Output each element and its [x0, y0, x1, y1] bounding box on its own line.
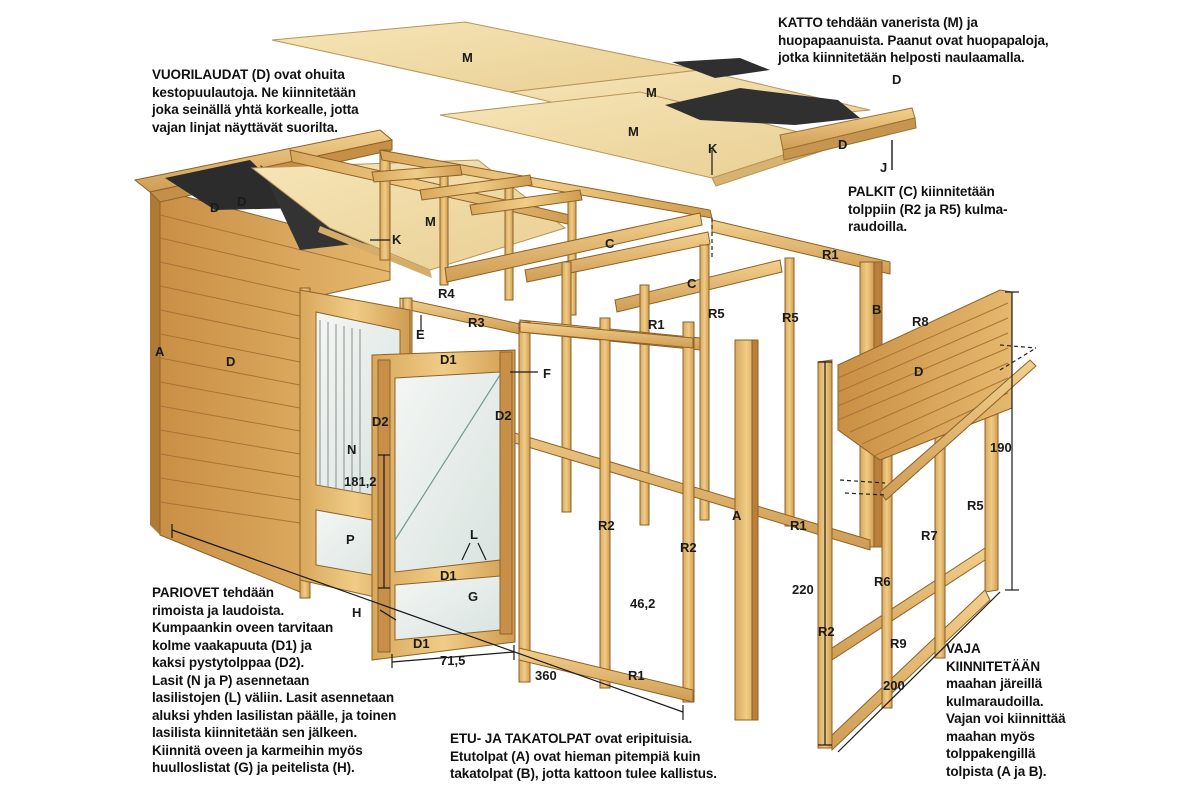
label-d-side: D	[914, 364, 923, 379]
label-d2-right: D2	[495, 408, 512, 423]
label-r5-b: R5	[782, 310, 799, 325]
label-r2-a: R2	[598, 518, 615, 533]
label-m-lower: M	[628, 124, 639, 139]
label-r4: R4	[438, 286, 455, 301]
label-r5-side: R5	[967, 498, 984, 513]
label-d2-left: D2	[372, 414, 389, 429]
label-m-mid: M	[646, 85, 657, 100]
label-d-wall: D	[226, 354, 235, 369]
label-r8: R8	[912, 314, 929, 329]
label-dim-200: 200	[883, 678, 905, 693]
roof-sheets	[271, 21, 917, 187]
label-m-top: M	[462, 50, 473, 65]
label-a-left: A	[155, 344, 165, 359]
label-j: J	[880, 160, 887, 175]
label-r3: R3	[468, 315, 485, 330]
back-frame	[289, 149, 891, 551]
side-frame	[817, 289, 1037, 752]
label-r1-mid: R1	[648, 317, 665, 332]
label-r5-a: R5	[708, 306, 725, 321]
note-pariovet: PARIOVET tehdään rimoista ja laudoista. …	[152, 585, 397, 775]
label-dim-220: 220	[792, 582, 814, 597]
label-r6: R6	[874, 574, 891, 589]
label-d-left-b: D	[237, 194, 246, 209]
label-n: N	[347, 442, 356, 457]
label-dim-190: 190	[990, 440, 1012, 455]
label-d-right-lower: D	[838, 137, 847, 152]
dashed-guides	[711, 218, 1037, 496]
label-dim-71: 71,5	[440, 653, 465, 668]
left-wall	[133, 129, 567, 599]
part-labels: M M M M D D J K D D K C C R1 B R4 E R3 R…	[155, 50, 1012, 693]
label-p: P	[346, 532, 355, 547]
note-tolpat: ETU- JA TAKATOLPAT ovat eripituisia. Etu…	[450, 731, 717, 781]
label-e: E	[416, 327, 425, 342]
label-d-left-a: D	[210, 200, 219, 215]
label-k-right: K	[708, 141, 718, 156]
label-r2-b: R2	[680, 540, 697, 555]
label-k-left: K	[392, 232, 402, 247]
label-g: G	[468, 589, 478, 604]
label-f: F	[543, 366, 551, 381]
label-r1-front: R1	[628, 668, 645, 683]
label-d1-top: D1	[440, 352, 457, 367]
label-r2-side: R2	[818, 624, 835, 639]
label-d-top-right: D	[892, 72, 901, 87]
label-d1-bottom: D1	[413, 636, 430, 651]
label-r1-back: R1	[822, 247, 839, 262]
label-b: B	[872, 302, 881, 317]
label-a-post: A	[732, 508, 742, 523]
label-r9: R9	[890, 636, 907, 651]
front-frame	[518, 317, 759, 721]
label-h: H	[352, 605, 361, 620]
label-c-back: C	[687, 276, 697, 291]
note-palkit: PALKIT (C) kiinnitetään tolppiin (R2 ja …	[848, 184, 1008, 234]
note-vuorilaudat: VUORILAUDAT (D) ovat ohuita kestopuulaut…	[152, 67, 359, 135]
label-r1-floor: R1	[790, 518, 807, 533]
label-dim-46: 46,2	[630, 596, 655, 611]
right-door	[371, 349, 516, 661]
label-dim-360: 360	[535, 668, 557, 683]
label-dim-181: 181,2	[344, 474, 377, 489]
label-d1-mid: D1	[440, 568, 457, 583]
note-katto: KATTO tehdään vanerista (M) ja huopapaan…	[778, 15, 1049, 65]
leader-lines	[370, 150, 713, 621]
label-l: L	[470, 527, 478, 542]
label-c-front: C	[605, 236, 615, 251]
note-vaja: VAJA KIINNITETÄÄN maahan järeillä kulmar…	[946, 641, 1066, 779]
label-r7: R7	[921, 528, 938, 543]
label-m-left: M	[425, 214, 436, 229]
dimension-lines	[171, 291, 1019, 753]
